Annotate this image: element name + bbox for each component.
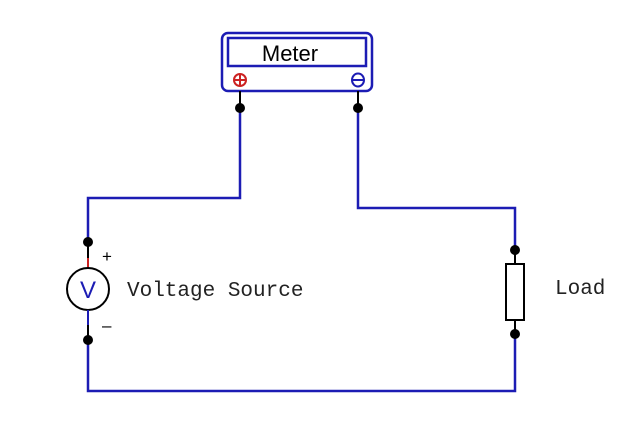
wire-meter-negative-to-load xyxy=(356,106,517,252)
meter-display xyxy=(226,36,368,68)
load: Load xyxy=(505,245,605,339)
meter-positive-node[interactable] xyxy=(235,103,245,113)
load-bottom-node[interactable] xyxy=(510,329,520,339)
voltage-source-symbol: V xyxy=(80,277,96,304)
voltage-source: V + – Voltage Source xyxy=(66,237,303,345)
meter-negative-node[interactable] xyxy=(353,103,363,113)
load-resistor-body xyxy=(505,263,525,321)
source-plus-sign: + xyxy=(102,247,112,266)
wire-meter-positive-to-source xyxy=(86,106,242,244)
source-negative-node[interactable] xyxy=(83,335,93,345)
load-label: Load xyxy=(555,278,605,301)
meter-positive-terminal-icon[interactable] xyxy=(233,73,247,87)
meter-label: Meter xyxy=(262,41,318,66)
wire-source-to-load-bottom xyxy=(86,332,517,393)
source-minus-sign: – xyxy=(102,316,112,335)
meter: Meter xyxy=(220,31,374,113)
meter-negative-terminal-icon[interactable] xyxy=(351,72,365,88)
voltage-source-label: Voltage Source xyxy=(127,280,303,303)
